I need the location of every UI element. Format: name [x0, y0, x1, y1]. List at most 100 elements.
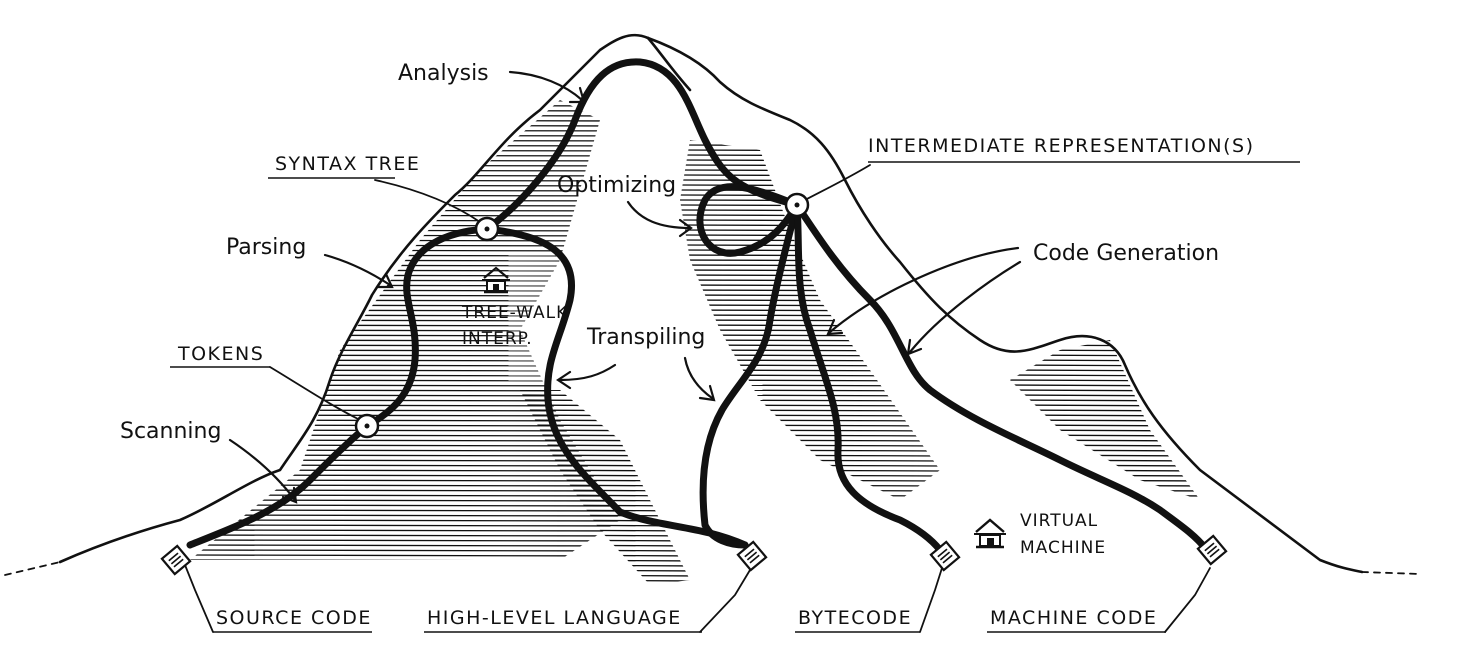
hatch-stroke [1010, 469, 1200, 472]
arrow-code-gen-machine [908, 260, 1022, 354]
hatch-stroke [1010, 354, 1200, 357]
hatch-stroke [1010, 359, 1200, 362]
hatch-stroke [1010, 379, 1200, 382]
node-circle-icon [474, 216, 500, 242]
hatch-stroke [680, 254, 940, 257]
hatch-stroke [680, 419, 940, 422]
label-syntax-tree: SYNTAX TREE [275, 153, 420, 175]
hatch-stroke [680, 179, 940, 182]
hatch-stroke [680, 169, 940, 172]
hatch-stroke [680, 464, 940, 467]
hatch-stroke [680, 484, 940, 487]
hatch-stroke [670, 505, 950, 506]
route-tokens-to-syntax-tree [363, 225, 491, 430]
arrowhead-scanning [281, 486, 298, 504]
node-circle-icon [784, 192, 810, 218]
hatch-stroke [680, 309, 940, 312]
label-vm-line1: VIRTUAL [1020, 511, 1098, 531]
hatch-stroke [190, 539, 620, 542]
hatch-stroke [520, 559, 690, 562]
label-machine-code: MACHINE CODE [990, 607, 1157, 629]
arrowhead-transpiling-right [698, 384, 716, 402]
mountain-ridge-inner [646, 36, 692, 92]
hatch-stroke [680, 449, 940, 452]
hatch-stroke [680, 314, 940, 317]
hatch-stroke [190, 544, 620, 547]
document-icon [736, 540, 768, 572]
hatch-stroke [1010, 434, 1200, 437]
arrowhead-optimizing [678, 218, 693, 238]
hatch-stroke [190, 364, 620, 367]
hatch-stroke [680, 299, 940, 302]
label-vm-line2: MACHINE [1020, 538, 1106, 558]
house-icon [482, 266, 510, 294]
label-high-level-language: HIGH-LEVEL LANGUAGE [427, 607, 682, 629]
label-parsing: Parsing [226, 235, 306, 260]
hatch-stroke [680, 404, 940, 407]
hatch-stroke [680, 494, 940, 497]
hatch-stroke [680, 384, 940, 387]
hatch-stroke [1010, 424, 1200, 427]
hatch-stroke [190, 559, 620, 560]
hatch-stroke [1010, 414, 1200, 417]
hatch-stroke [1010, 404, 1200, 407]
label-scanning: Scanning [120, 419, 221, 444]
hatch-stroke [680, 174, 940, 177]
mountain-ridge-right [646, 36, 1364, 574]
hatch-stroke [680, 159, 940, 162]
hatch-stroke [680, 374, 940, 377]
document-icon [929, 540, 961, 572]
hatch-stroke [1010, 419, 1200, 422]
hatch-stroke [190, 100, 620, 102]
hatch-stroke [1010, 474, 1200, 477]
hatch-stroke [1010, 344, 1200, 347]
hatch-stroke [190, 504, 620, 507]
hatch-stroke [680, 209, 940, 212]
hatch-stroke [680, 214, 940, 217]
hatch-stroke [190, 549, 620, 552]
hatch-stroke [190, 259, 620, 262]
hatch-stroke [670, 130, 950, 131]
hatch-stroke [1010, 489, 1200, 492]
hatch-stroke [680, 239, 940, 242]
hatch-stroke [680, 454, 940, 457]
hatch-stroke [1010, 389, 1200, 392]
mountain-ridge-left [58, 33, 650, 564]
hatch-stroke [190, 509, 620, 512]
hatch-stroke [190, 524, 620, 527]
label-bytecode: BYTECODE [798, 607, 912, 629]
hatch-stroke [190, 199, 620, 202]
hatch-stroke [1000, 330, 1210, 331]
hatch-stroke [1010, 494, 1200, 497]
hatch-stroke [520, 569, 690, 572]
hatch-stroke [190, 489, 620, 492]
hatch-stroke [1010, 454, 1200, 457]
route-ir-optimizing-loop [696, 183, 801, 257]
hatch-stroke [180, 570, 640, 571]
hatch-stroke [1010, 439, 1200, 442]
hatch-stroke [1010, 399, 1200, 402]
hatch-stroke [520, 564, 690, 567]
hatch-stroke [190, 339, 620, 342]
leader-source-code [184, 564, 214, 633]
hatch-stroke [1010, 429, 1200, 432]
arrowhead-parsing [376, 272, 394, 289]
leader-machine-code [1164, 567, 1211, 633]
arrowhead-code-gen-bytecode [826, 318, 844, 336]
label-tree-walk-line2: INTERP. [462, 329, 533, 349]
hatch-stroke [680, 294, 940, 297]
hatch-stroke [520, 584, 690, 585]
hatch-stroke [190, 329, 620, 332]
label-tokens: TOKENS [177, 343, 264, 365]
hatch-stroke [680, 274, 940, 277]
hatch-stroke [680, 259, 940, 262]
hatch-stroke [190, 104, 620, 107]
arrow-transpiling-right [683, 356, 714, 400]
hatch-stroke [1000, 335, 1210, 336]
hatch-stroke [680, 164, 940, 167]
hatch-stroke [1010, 394, 1200, 397]
hatch-stroke [680, 289, 940, 292]
hatch-stroke [190, 149, 620, 152]
label-code-generation: Code Generation [1033, 241, 1219, 266]
